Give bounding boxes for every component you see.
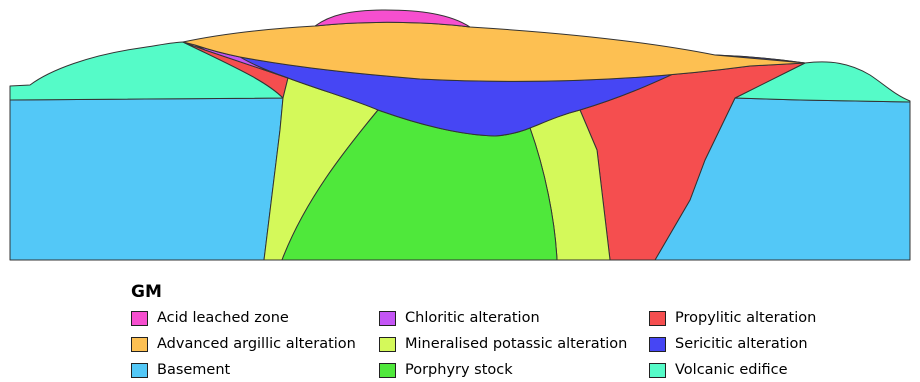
basement-unit [10,98,283,260]
legend-item-mineralised-potassic-alteration: Mineralised potassic alteration [379,335,627,353]
legend-label: Acid leached zone [157,309,289,327]
legend-label: Sericitic alteration [675,335,808,353]
legend-label: Advanced argillic alteration [157,335,356,353]
legend-item-sericitic-alteration: Sericitic alteration [649,335,808,353]
legend-label: Porphyry stock [405,361,513,379]
legend-item-porphyry-stock: Porphyry stock [379,361,513,379]
legend-item-acid-leached-zone: Acid leached zone [131,309,289,327]
legend-swatch-mineralised-potassic-alteration [379,337,396,352]
legend-item-advanced-argillic-alteration: Advanced argillic alteration [131,335,356,353]
legend-swatch-acid-leached-zone [131,311,148,326]
legend-item-propylitic-alteration: Propylitic alteration [649,309,816,327]
legend-label: Chloritic alteration [405,309,540,327]
legend-item-volcanic-edifice: Volcanic edifice [649,361,788,379]
legend-swatch-propylitic-alteration [649,311,666,326]
legend-label: Mineralised potassic alteration [405,335,627,353]
legend-swatch-advanced-argillic-alteration [131,337,148,352]
legend-title: GM [131,282,162,302]
legend-item-basement: Basement [131,361,230,379]
legend-label: Volcanic edifice [675,361,788,379]
legend-item-chloritic-alteration: Chloritic alteration [379,309,540,327]
geological-cross-section [0,0,920,270]
legend-label: Propylitic alteration [675,309,816,327]
legend-swatch-sericitic-alteration [649,337,666,352]
legend-swatch-volcanic-edifice [649,363,666,378]
legend-swatch-porphyry-stock [379,363,396,378]
legend-swatch-basement [131,363,148,378]
legend-label: Basement [157,361,230,379]
legend-swatch-chloritic-alteration [379,311,396,326]
